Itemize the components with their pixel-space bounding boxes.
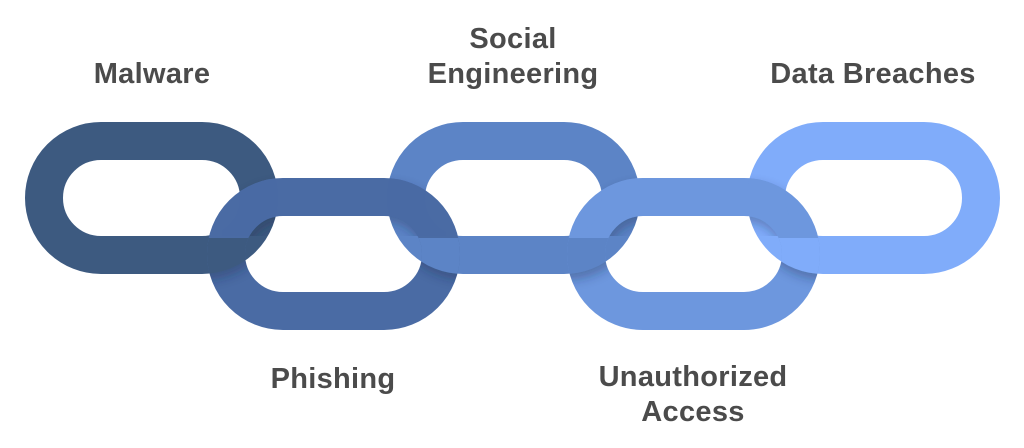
label-social-engineering: Social Engineering: [427, 23, 599, 90]
label-unauthorized-access: Unauthorized Access: [598, 361, 788, 428]
label-malware: Malware: [93, 58, 211, 90]
chain-links-base: [25, 122, 1000, 330]
label-phishing: Phishing: [270, 363, 396, 395]
label-data-breaches: Data Breaches: [770, 58, 976, 90]
